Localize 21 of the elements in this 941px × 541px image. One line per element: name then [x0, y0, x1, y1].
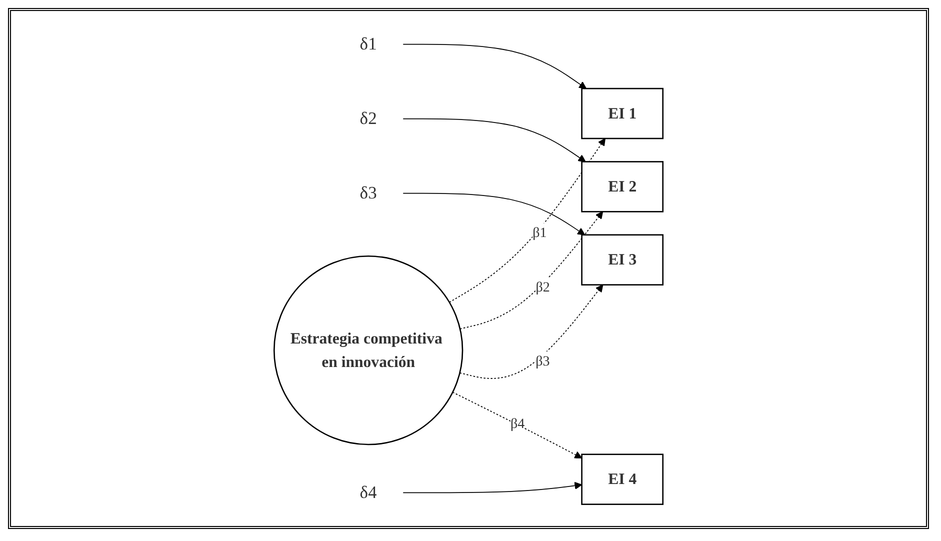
node-text: δ1	[360, 34, 377, 54]
edge-label: β3	[536, 354, 550, 369]
arrow	[452, 392, 582, 458]
node-box: EI 3	[581, 234, 664, 286]
node-box: EI 2	[581, 161, 664, 212]
arrow	[402, 192, 586, 236]
node-text: δ3	[360, 184, 377, 203]
arrow	[402, 482, 582, 494]
arrow	[459, 284, 604, 379]
node-text: δ4	[360, 483, 377, 502]
node-box: EI 4	[581, 454, 664, 505]
arrow	[460, 211, 604, 330]
arrow	[448, 138, 606, 303]
node-text: δ2	[360, 109, 377, 128]
edge-label: β2	[536, 280, 550, 296]
arrow	[402, 118, 586, 162]
edge-label: β1	[532, 226, 547, 241]
node-circle: Estrategia competitiva en innovación	[273, 255, 464, 446]
node-box: EI 1	[581, 88, 664, 140]
edge-label: β4	[510, 416, 525, 432]
arrow	[402, 44, 587, 89]
